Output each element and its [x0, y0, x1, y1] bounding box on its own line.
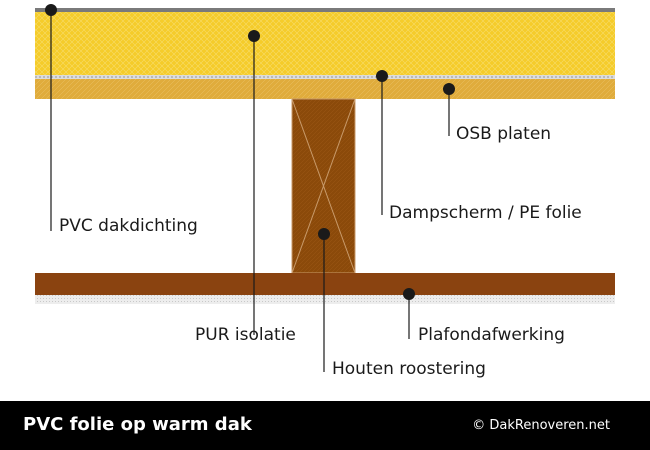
footer-credit: © DakRenoveren.net [472, 418, 610, 433]
plafond-marker-dot [403, 288, 415, 300]
pur-insulation-layer [35, 12, 615, 75]
houten-marker-dot [318, 228, 330, 240]
label-houten-roostering: Houten roostering [332, 359, 486, 379]
ceiling-board-layer [35, 273, 615, 295]
pur-marker-dot [248, 30, 260, 42]
damp-marker-dot [376, 70, 388, 82]
label-plafondafwerking: Plafondafwerking [418, 325, 565, 345]
ceiling-finish-layer [35, 295, 615, 304]
label-pur-isolatie: PUR isolatie [195, 325, 296, 345]
warm-roof-cross-section: OSB platen PVC dakdichting Dampscherm / … [35, 4, 615, 379]
osb-marker-dot [443, 83, 455, 95]
pvc-marker-dot [45, 4, 57, 16]
label-osb-platen: OSB platen [456, 124, 551, 144]
footer-title: PVC folie op warm dak [23, 414, 252, 435]
pvc-membrane-layer [35, 8, 615, 12]
osb-board-layer [35, 79, 615, 99]
footer-bar: PVC folie op warm dak © DakRenoveren.net [0, 401, 650, 450]
label-dampscherm: Dampscherm / PE folie [389, 203, 582, 223]
label-pvc-dakdichting: PVC dakdichting [59, 216, 198, 236]
